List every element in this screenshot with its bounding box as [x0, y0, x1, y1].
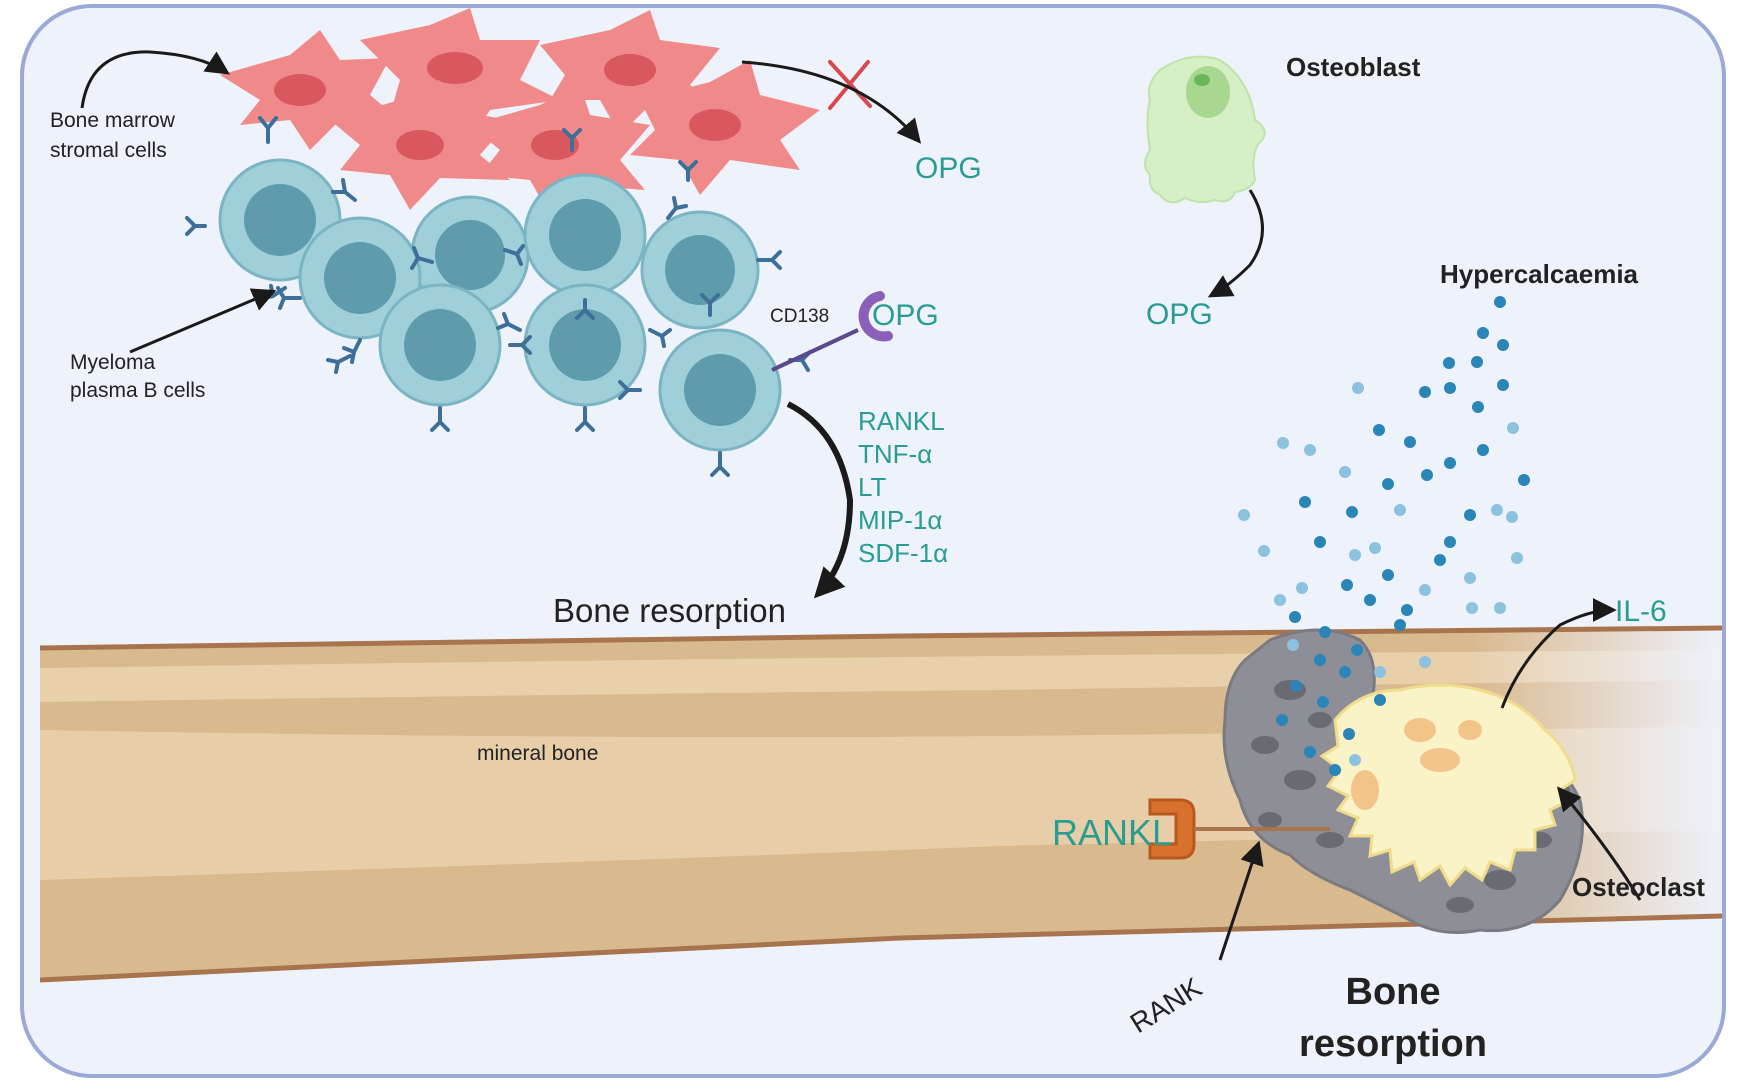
antibody: [756, 250, 782, 270]
stromal-nucleus: [396, 130, 444, 160]
label-opg-osteoblast: OPG: [1146, 298, 1213, 331]
myeloma-nucleus: [665, 235, 735, 305]
antibody: [618, 380, 642, 400]
stromal-nucleus: [427, 52, 483, 84]
myeloma-nucleus: [435, 220, 505, 290]
stromal-nucleus: [274, 74, 326, 106]
label-bone-resorption-big-line2: resorption: [1299, 1023, 1487, 1065]
antibody: [575, 298, 595, 320]
label-cytokine: MIP-1α: [858, 505, 942, 535]
calcium-ions: [1238, 296, 1530, 776]
arrow-stromal-to-opg: [741, 60, 922, 144]
label-cytokine: SDF-1α: [858, 538, 948, 568]
label-bone-marrow-line1: Bone marrow: [50, 109, 176, 132]
antibody: [430, 406, 450, 432]
antibody: [342, 338, 362, 364]
myeloma-nucleus: [684, 354, 756, 426]
osteoblast-cell: [1144, 55, 1266, 204]
myeloma-nucleus: [549, 199, 621, 271]
suppression-cross-icon: [828, 60, 872, 110]
arrow-to-osteoclast: [1556, 786, 1642, 901]
label-il6: IL-6: [1615, 595, 1667, 628]
antibody: [508, 335, 532, 355]
arrow-osteoclast-to-il6: [1500, 598, 1617, 709]
antibody: [185, 216, 207, 236]
label-rankl-receptor: RANKL: [1052, 812, 1172, 853]
antibody: [258, 116, 278, 144]
myeloma-nucleus: [404, 309, 476, 381]
label-mineral-bone: mineral bone: [477, 742, 598, 765]
label-bone-marrow-line2: stromal cells: [50, 139, 167, 162]
label-osteoclast: Osteoclast: [1572, 872, 1705, 902]
arrows: [80, 50, 1642, 961]
arrow-to-stromal: [80, 50, 231, 109]
antibody: [575, 406, 595, 432]
cd138-stalk: [771, 328, 859, 372]
label-cytokine: LT: [858, 472, 887, 502]
arrow-rank-to-receptor: [1218, 840, 1264, 961]
osteoclast-cell: [1319, 683, 1577, 888]
label-myeloma-line1: Myeloma: [70, 351, 156, 374]
label-cytokine: RANKL: [858, 406, 945, 436]
cytokine-list: RANKL TNF-α LT MIP-1α SDF-1α: [858, 406, 948, 568]
label-cd138: CD138: [770, 306, 829, 327]
antibody: [276, 286, 302, 310]
osteoclast-complex: [1222, 628, 1584, 934]
label-opg-top: OPG: [915, 152, 982, 185]
antibody: [700, 293, 720, 317]
arrow-to-myeloma: [129, 288, 277, 354]
myeloma-nucleus: [244, 184, 316, 256]
rankl-receptor: [1148, 798, 1330, 860]
antibody: [648, 328, 672, 348]
antibody: [331, 178, 357, 202]
arrow-to-bone-resorption: [786, 401, 854, 599]
label-hypercalcaemia: Hypercalcaemia: [1440, 259, 1639, 289]
antibody: [710, 451, 730, 477]
stromal-nucleus: [604, 54, 656, 86]
cd138-receptor: [858, 291, 893, 342]
antibody: [503, 244, 525, 266]
antibody: [410, 246, 434, 270]
stromal-nucleus: [531, 130, 579, 160]
antibody: [496, 312, 522, 332]
myeloma-nucleus: [324, 242, 396, 314]
myeloma-nucleus: [549, 309, 621, 381]
label-bone-resorption-big-line1: Bone: [1346, 971, 1441, 1013]
label-opg-cd138: OPG: [872, 299, 939, 332]
antibody: [562, 128, 582, 152]
label-cytokine: TNF-α: [858, 439, 932, 469]
label-osteoblast: Osteoblast: [1286, 52, 1421, 82]
stromal-cells: [220, 8, 820, 215]
stromal-nucleus: [689, 109, 741, 141]
antibody: [326, 354, 352, 374]
arrow-osteoblast-to-opg: [1207, 189, 1264, 298]
myeloma-cells: [218, 158, 782, 452]
antibody: [678, 160, 698, 182]
label-bone-resorption-mid: Bone resorption: [553, 592, 786, 629]
label-myeloma-line2: plasma B cells: [70, 379, 205, 402]
antibody: [666, 196, 688, 220]
